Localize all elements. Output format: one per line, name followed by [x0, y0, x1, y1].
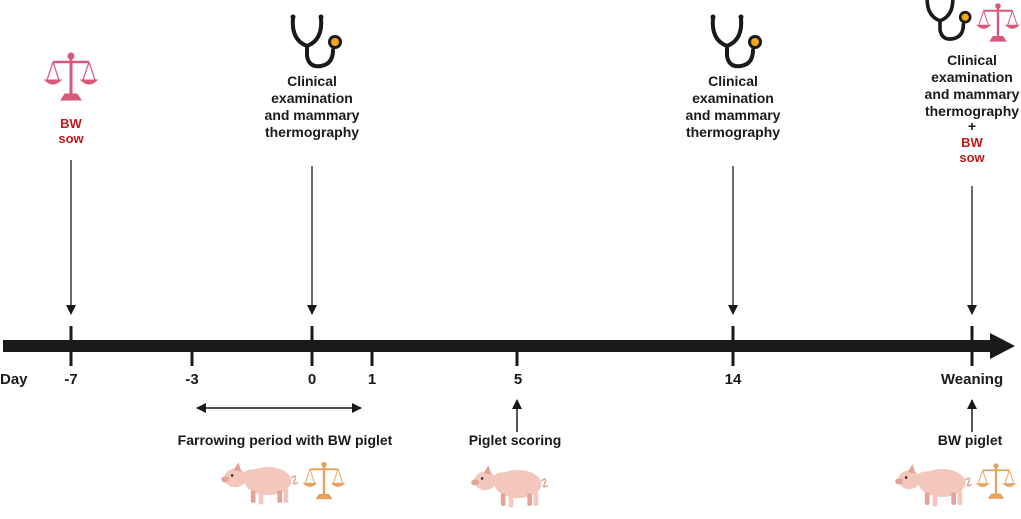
scale-icon	[302, 461, 346, 501]
exam14-line4: thermography	[686, 124, 780, 140]
examwean-plus: +	[968, 118, 976, 134]
tick-label-minus3: -3	[185, 371, 198, 388]
examwean-bw-line1: BW	[961, 135, 983, 150]
axis-ticks	[69, 326, 974, 366]
bw-piglet-label: BW piglet	[938, 432, 1003, 448]
tick-label-0: 0	[308, 371, 316, 388]
scoring-label: Piglet scoring	[469, 432, 562, 448]
stethoscope-icon	[923, 0, 974, 41]
tick-label-1: 1	[368, 371, 376, 388]
exam0-line1: Clinical	[287, 73, 337, 89]
tick-label-weaning: Weaning	[941, 371, 1003, 388]
examwean-line3: and mammary	[925, 86, 1020, 102]
exam0-line3: and mammary	[265, 107, 360, 123]
farrowing-label: Farrowing period with BW piglet	[178, 432, 393, 448]
exam0-line4: thermography	[265, 124, 359, 140]
exam14-line3: and mammary	[686, 107, 781, 123]
examwean-line4: thermography	[925, 103, 1019, 119]
scale-icon	[976, 2, 1020, 43]
stethoscope-icon	[708, 12, 764, 69]
scale-icon	[43, 51, 99, 102]
examwean-line2: examination	[931, 69, 1013, 85]
exam14-line2: examination	[692, 90, 774, 106]
tick-label-5: 5	[514, 371, 522, 388]
exam14-line1: Clinical	[708, 73, 758, 89]
axis-day-label: Day	[0, 371, 28, 388]
piglet-icon	[470, 464, 549, 509]
piglet-icon	[220, 461, 299, 506]
tick-label-14: 14	[725, 371, 742, 388]
examwean-bw-line2: sow	[959, 150, 985, 165]
tick-label-minus7: -7	[64, 371, 77, 388]
bw-sow-label-line2: sow	[58, 131, 84, 146]
exam0-line2: examination	[271, 90, 353, 106]
piglet-icon	[894, 463, 973, 508]
bw-sow-label-line1: BW	[60, 116, 82, 131]
examwean-line1: Clinical	[947, 52, 997, 68]
scale-icon	[975, 462, 1017, 500]
timeline-arrowhead	[990, 333, 1015, 359]
stethoscope-icon	[288, 12, 344, 69]
